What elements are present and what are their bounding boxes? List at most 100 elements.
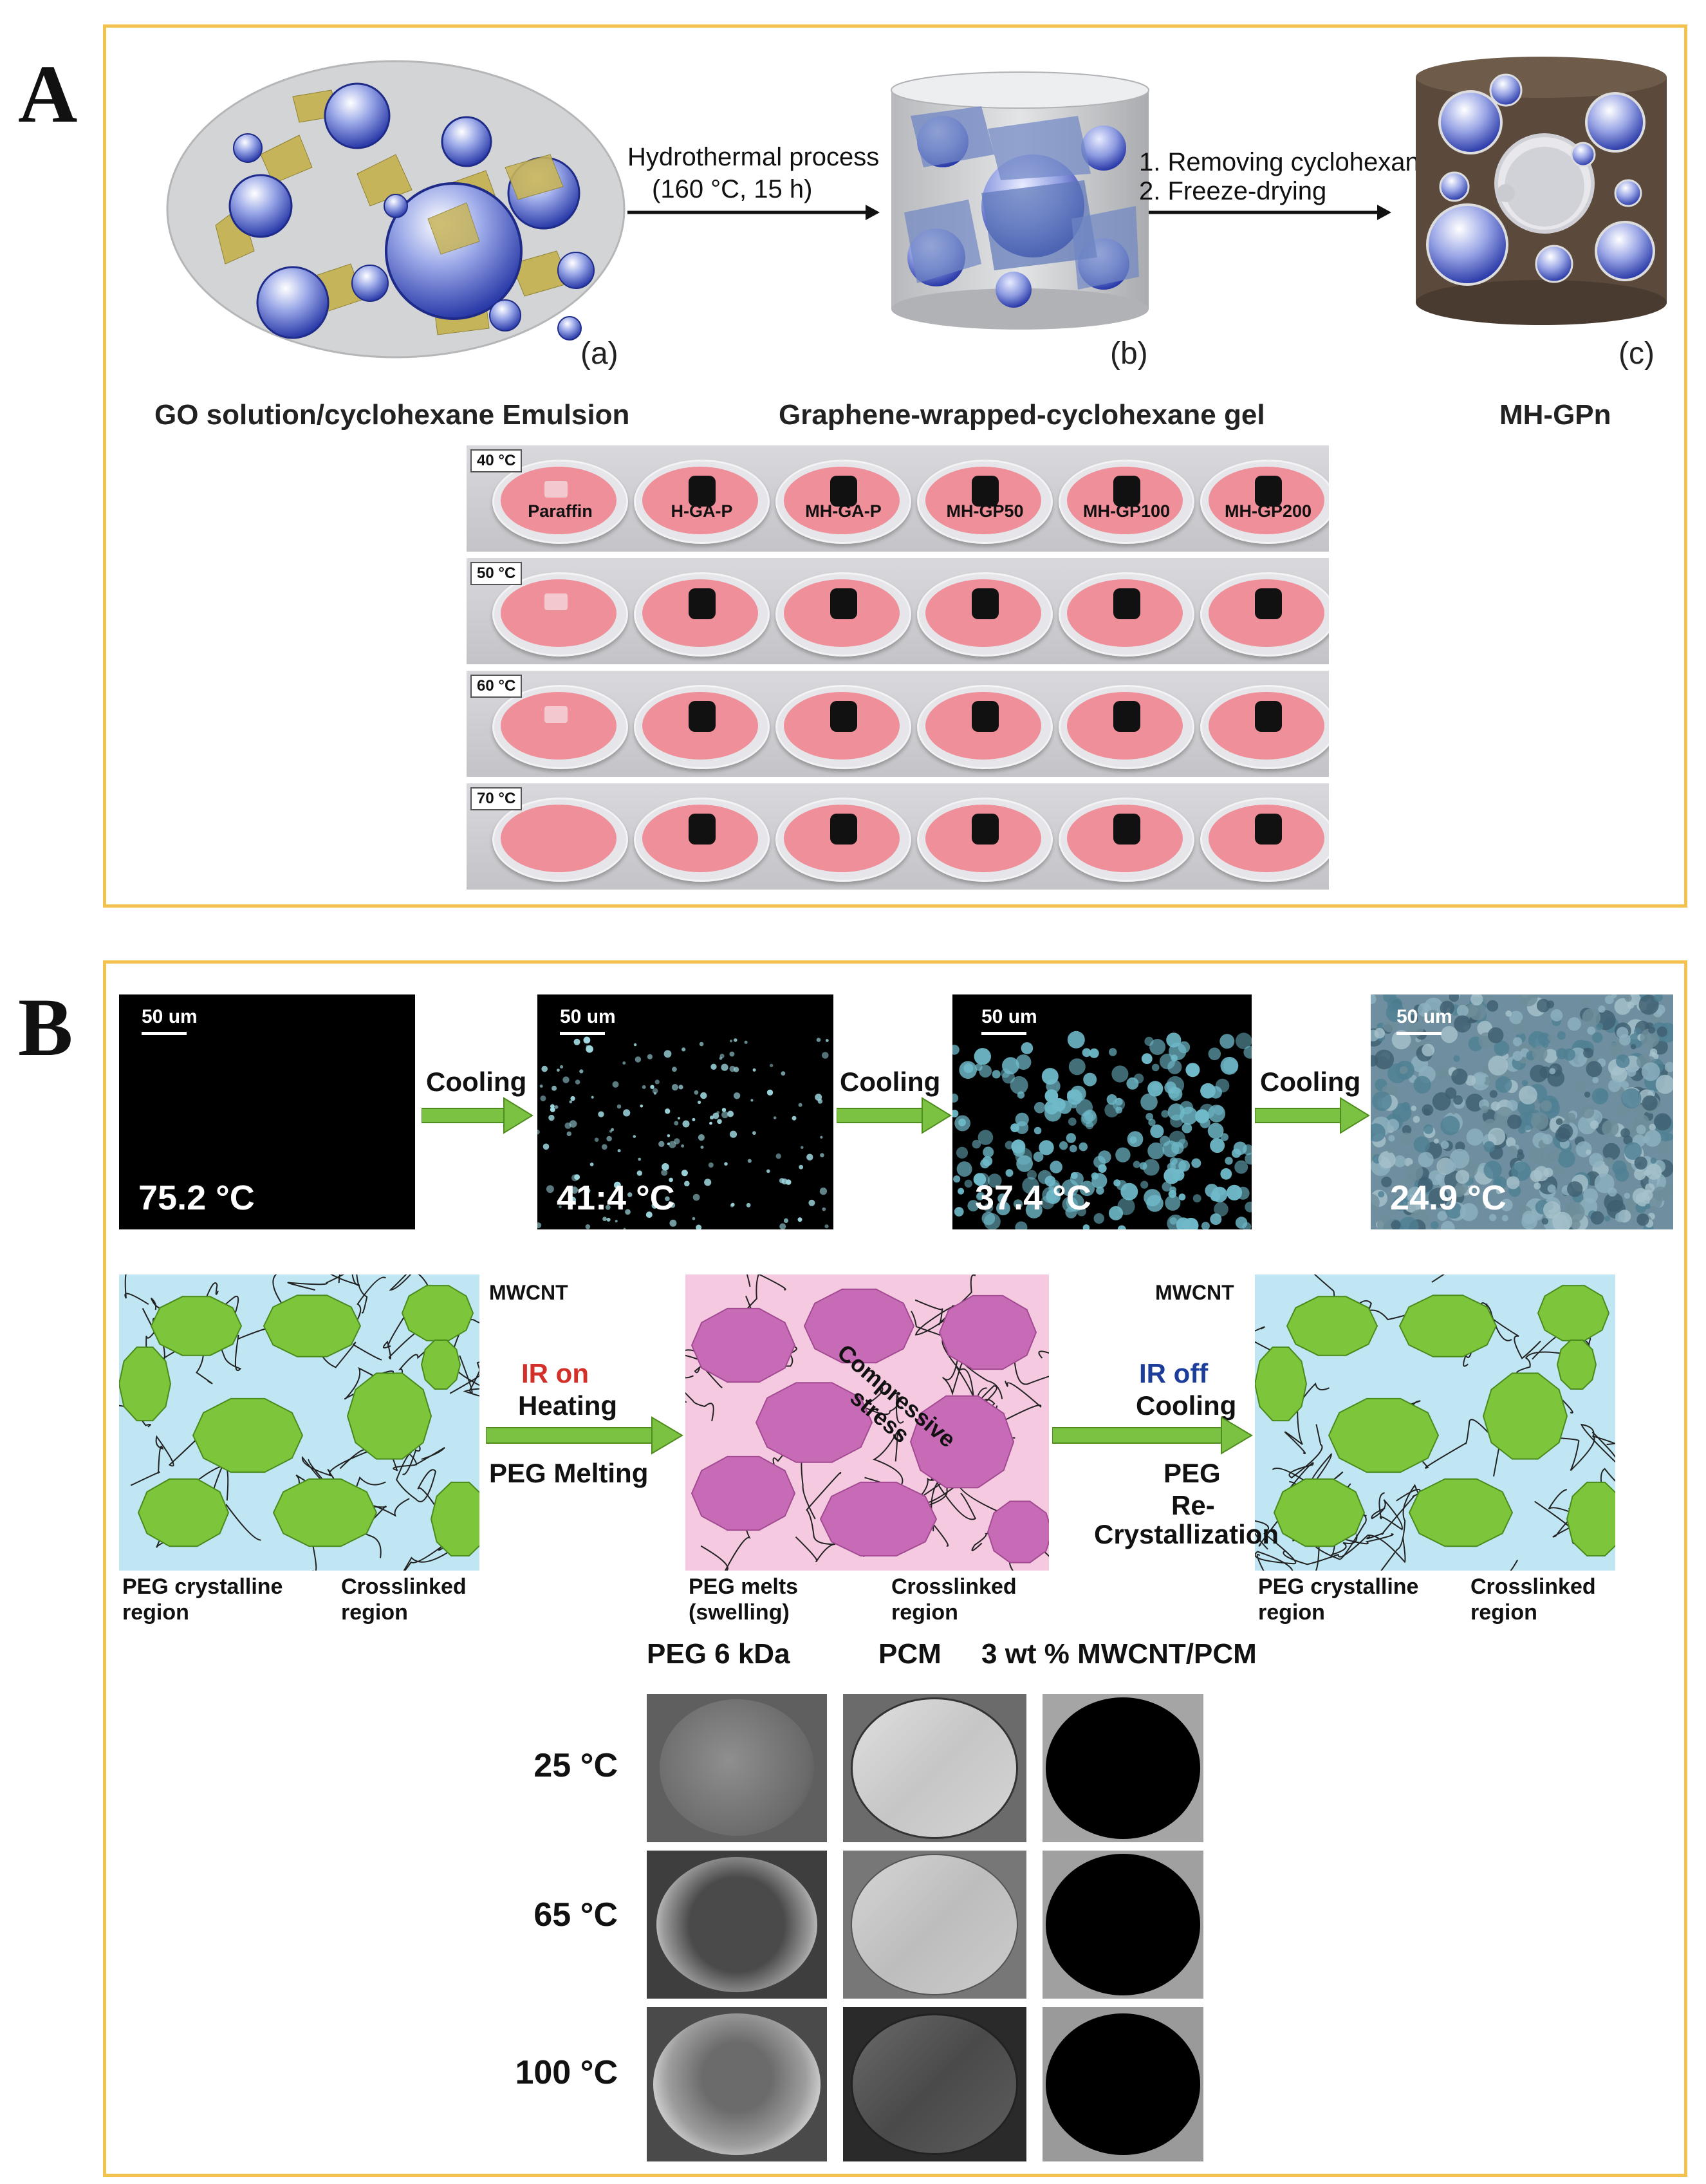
spherulite	[1640, 1028, 1660, 1048]
spherulite	[1589, 1153, 1604, 1168]
spherulite	[1611, 1066, 1627, 1083]
peg-label: PEG	[1164, 1458, 1221, 1488]
spherulite	[1608, 1188, 1617, 1197]
petri-dish	[492, 572, 628, 657]
spherulite	[1642, 1095, 1658, 1111]
column-peg: PEG 6 kDa	[647, 1638, 790, 1670]
spherulite	[1625, 1199, 1640, 1215]
spherulite	[1010, 1076, 1028, 1094]
spherulite	[1235, 1217, 1248, 1229]
spherulite	[1381, 1176, 1392, 1188]
spherulite	[1400, 1066, 1408, 1074]
spherulite	[987, 1173, 1002, 1188]
spherulite	[1170, 1158, 1187, 1174]
spherulite	[1422, 1104, 1434, 1116]
spherulite	[1417, 1177, 1433, 1193]
spherulite	[1165, 1195, 1181, 1211]
sample-name: Paraffin	[528, 501, 593, 521]
spherulite	[1489, 1214, 1497, 1222]
spherulite	[1587, 1026, 1596, 1035]
crystal-domain	[192, 1397, 304, 1473]
spherulite	[1393, 1196, 1408, 1211]
spherulite	[609, 1130, 613, 1133]
spherulite	[1566, 1112, 1576, 1122]
removing-label-line1: 1. Removing cyclohexane	[1139, 148, 1434, 176]
spherulite	[820, 1153, 824, 1157]
spherulite	[1374, 1049, 1395, 1070]
spherulite	[1481, 1066, 1488, 1074]
spherulite	[1182, 1123, 1192, 1134]
spherulite	[1129, 1136, 1137, 1144]
spherulite	[1210, 1213, 1222, 1226]
spherulite	[1522, 1210, 1536, 1225]
spherulite	[1096, 1186, 1104, 1195]
spherulite	[1512, 1037, 1523, 1047]
spherulite	[1079, 1142, 1088, 1152]
spherulite	[622, 1061, 626, 1065]
spherulite	[1670, 1072, 1673, 1078]
petri-dish	[1200, 572, 1329, 657]
spherulite	[744, 1040, 748, 1044]
spherulite	[1494, 1179, 1502, 1186]
spherulite	[1214, 1202, 1229, 1217]
spherulite	[824, 1224, 829, 1229]
spherulite	[1592, 1077, 1599, 1084]
spherulite	[668, 1201, 673, 1206]
spherulite	[1584, 1091, 1591, 1098]
spherulite	[1602, 1119, 1619, 1137]
spherulite	[652, 1088, 658, 1094]
spherulite	[1653, 1186, 1668, 1202]
scale-bar	[981, 1032, 1026, 1035]
crystal-domain	[987, 1500, 1049, 1563]
petri-dish	[1059, 798, 1194, 882]
spherulite	[1518, 1085, 1537, 1105]
spherulite	[663, 1050, 672, 1058]
spherulite	[781, 1178, 788, 1185]
spherulite	[1108, 1048, 1117, 1056]
re-label: Re-	[1171, 1490, 1215, 1520]
spherulite	[1234, 1160, 1248, 1174]
spherulite	[684, 1181, 690, 1187]
micrograph-temp: 24.9 °C	[1390, 1179, 1507, 1217]
crosslink-chain	[1255, 1520, 1297, 1571]
spherulite	[550, 1104, 555, 1109]
process-arrow-1	[627, 205, 880, 220]
spherulite	[1218, 1187, 1226, 1195]
spherulite	[1449, 994, 1460, 1002]
spherulite	[566, 1131, 571, 1137]
spherulite	[635, 1056, 642, 1063]
spherulite	[1069, 1144, 1077, 1153]
graphene-sample	[830, 814, 857, 845]
spherulite	[1173, 1169, 1185, 1181]
spherulite	[1418, 1152, 1434, 1168]
spherulite	[1225, 1157, 1233, 1165]
spherulite	[773, 1116, 777, 1119]
spherulite	[1089, 1048, 1099, 1058]
micrograph-4: 50 um 24.9 °C	[1371, 994, 1673, 1229]
spherulite	[1021, 1042, 1034, 1054]
spherulite	[1147, 1081, 1164, 1097]
spherulite	[1120, 1182, 1138, 1200]
crystal-domain	[1408, 1478, 1514, 1547]
spherulite	[1620, 1128, 1630, 1138]
peg-melts-label: PEG melts(swelling)	[689, 1574, 799, 1625]
crosslink-chain	[1580, 1423, 1615, 1463]
spherulite	[734, 1038, 737, 1042]
spherulite	[569, 1120, 577, 1128]
spherulite	[806, 1153, 813, 1161]
photo-row: 50 °C	[467, 558, 1329, 664]
spherulite	[546, 1185, 554, 1193]
spherulite	[1404, 1157, 1413, 1167]
spherulite	[585, 1224, 591, 1229]
spherulite	[617, 1149, 621, 1153]
crystal-domain	[263, 1294, 362, 1358]
photo-row: 70 °C	[467, 783, 1329, 890]
cooling-label: Cooling	[1260, 1067, 1361, 1097]
crosslink-chain	[130, 1434, 202, 1486]
spherulite	[1466, 1128, 1484, 1146]
spherulite	[1563, 1048, 1576, 1061]
spherulite	[550, 1107, 555, 1112]
spherulite	[963, 1063, 974, 1074]
spherulite	[956, 1146, 969, 1159]
spherulite	[704, 1179, 712, 1186]
